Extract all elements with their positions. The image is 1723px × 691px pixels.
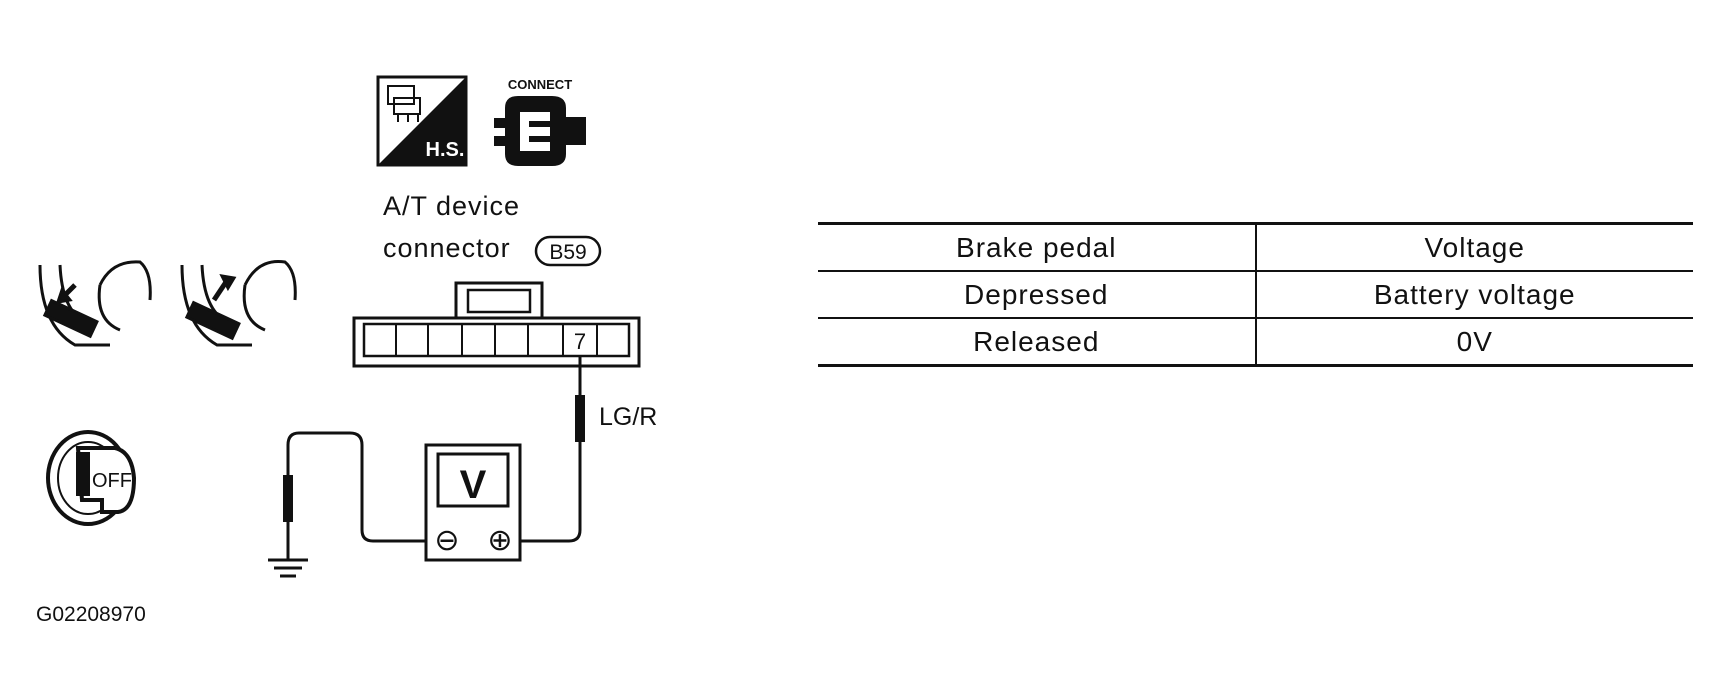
connector-title-line2: connector <box>383 233 511 263</box>
positive-terminal-icon: ⊕ <box>487 523 512 558</box>
brake-pedal-depressed-icon <box>38 260 152 347</box>
table-header-row: Brake pedal Voltage <box>818 222 1693 272</box>
cell-pedal-state: Released <box>818 318 1257 367</box>
voltmeter: V ⊖ ⊕ <box>424 443 522 562</box>
cell-voltage: 0V <box>1255 318 1693 367</box>
ignition-off-label: OFF <box>92 470 132 492</box>
ground-probe-lead <box>283 431 445 560</box>
voltmeter-display-label: V <box>460 463 487 507</box>
cell-pedal-state: Depressed <box>818 271 1257 319</box>
positive-probe-lead <box>500 356 585 543</box>
harness-side-badge-text: H.S. <box>426 139 465 161</box>
voltage-spec-table: Brake pedal Voltage Depressed Battery vo… <box>818 222 1693 367</box>
brake-pedal-released-icon <box>180 259 297 347</box>
connector-title-line1: A/T device <box>383 191 520 221</box>
harness-side-icon: H.S. <box>376 75 468 167</box>
ignition-key-off-icon: OFF <box>46 430 137 526</box>
connector-body <box>352 281 641 368</box>
ground-symbol-icon <box>268 558 308 578</box>
connector-code: B59 <box>549 241 586 264</box>
header-voltage: Voltage <box>1255 222 1693 272</box>
connector-pin-number: 7 <box>574 329 586 354</box>
table-row: Depressed Battery voltage <box>818 271 1693 319</box>
connect-label: CONNECT <box>508 77 572 92</box>
header-brake-pedal: Brake pedal <box>818 222 1257 272</box>
wire-color-label: LG/R <box>599 403 657 431</box>
connector-code-badge <box>534 235 602 267</box>
table-row: Released 0V <box>818 318 1693 367</box>
negative-terminal-icon: ⊖ <box>434 523 459 558</box>
cell-voltage: Battery voltage <box>1255 271 1693 319</box>
figure-id: G02208970 <box>36 603 146 626</box>
connect-icon: CONNECT <box>494 77 586 166</box>
